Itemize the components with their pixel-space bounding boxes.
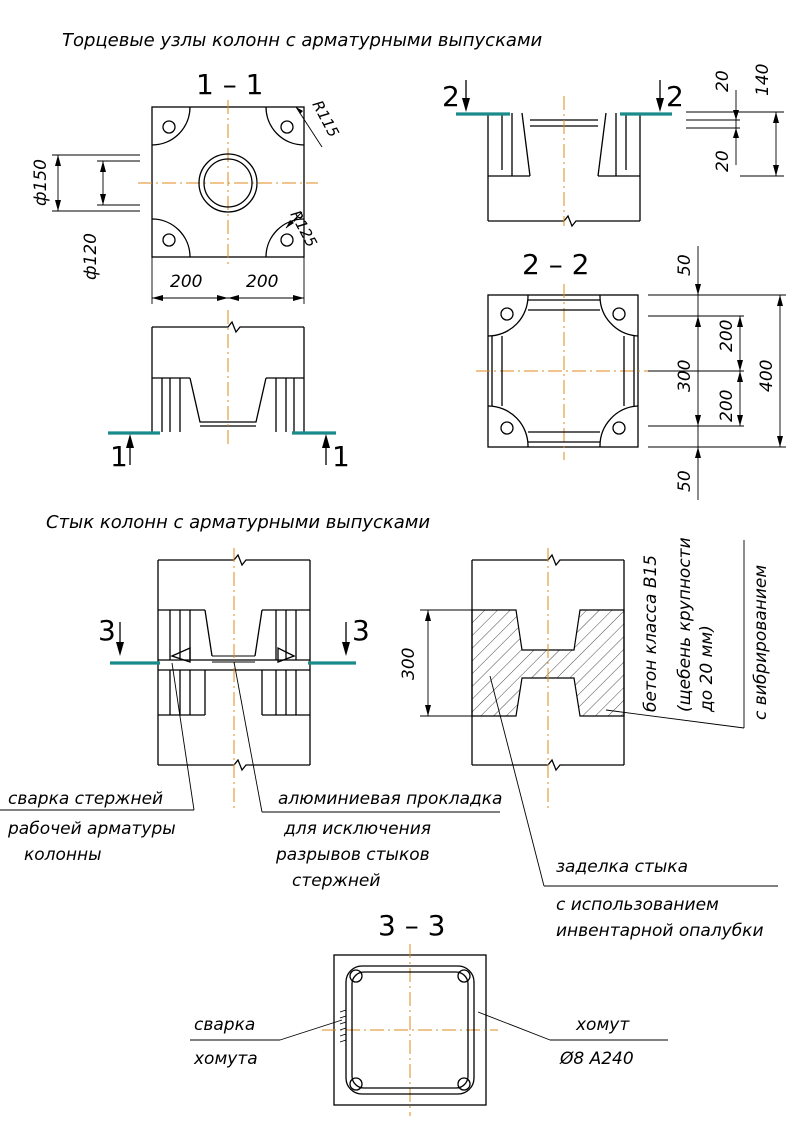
label-concrete-3: до 20 мм): [697, 625, 717, 713]
dim-50-top: 50: [675, 254, 695, 276]
label-clamp-1: хомут: [575, 1015, 630, 1035]
section-2-2-plan: 2 – 2 50 200 300 400: [476, 246, 786, 500]
section-3-3: 3 – 3 сварка хомута хомут Ø8 А240: [190, 909, 668, 1116]
label-sealing-3: инвентарной опалубки: [556, 921, 764, 941]
label-concrete-1: бетон класса В15: [641, 555, 661, 712]
label-alu-note-1: для исключения: [283, 819, 431, 839]
dim-140: 140: [753, 64, 773, 96]
cut-2-right: 2: [666, 80, 684, 113]
label-weld-clamp-1: сварка: [194, 1015, 255, 1035]
dim-200-upper: 200: [717, 320, 737, 352]
dim-50-bottom: 50: [675, 470, 695, 492]
dim-20-bottom: 20: [713, 150, 733, 172]
joint-elevation-left: 3 3 сварка стержней рабочей арматуры кол…: [0, 548, 502, 891]
section-3-3-label: 3 – 3: [378, 909, 445, 942]
dim-d150: ф150: [31, 159, 51, 206]
title-joint: Стык колонн с арматурными выпусками: [46, 512, 430, 533]
label-sealing-2: с использованием: [556, 895, 719, 915]
cut-3-right: 3: [352, 614, 370, 647]
label-alu-pad: алюминиевая прокладка: [278, 789, 502, 809]
section-1-1-plan: 1 – 1 R115 R125 ф150: [31, 68, 343, 304]
label-weld-bars: сварка стержней: [8, 789, 163, 809]
title-end-nodes: Торцевые узлы колонн с арматурными выпус…: [62, 30, 543, 51]
dim-200-right: 200: [246, 272, 278, 292]
label-work-rebar-1: рабочей арматуры: [7, 819, 176, 839]
label-concrete-4: с вибрированием: [751, 565, 771, 720]
dim-20-top: 20: [713, 70, 733, 92]
cut-3-left: 3: [98, 614, 116, 647]
dim-200-lower: 200: [717, 390, 737, 422]
cut-1-left: 1: [110, 440, 128, 473]
section-2-2-label: 2 – 2: [522, 248, 589, 281]
label-concrete-2: (щебень крупности: [675, 537, 695, 712]
label-weld-clamp-2: хомута: [193, 1049, 258, 1069]
column-end-elevation-2: 2 2 20 20 140: [442, 64, 784, 228]
section-1-1-label: 1 – 1: [196, 68, 263, 101]
label-alu-note-2: разрывов стыков: [275, 845, 430, 865]
column-end-elevation-1: 1 1: [108, 310, 350, 473]
label-sealing-1: заделка стыка: [556, 857, 688, 877]
dim-400: 400: [757, 360, 777, 392]
joint-section-right: 300 заделка стыка с использованием инвен…: [399, 537, 778, 941]
dim-d120: ф120: [81, 233, 101, 280]
dim-300-mid: 300: [675, 360, 695, 392]
dim-200-left: 200: [170, 272, 202, 292]
dim-300-joint: 300: [399, 648, 419, 680]
cut-2-left: 2: [442, 80, 460, 113]
label-alu-note-3: стержней: [292, 871, 380, 891]
label-work-rebar-2: колонны: [24, 845, 102, 865]
cut-1-right: 1: [332, 440, 350, 473]
label-clamp-2: Ø8 А240: [559, 1049, 634, 1069]
